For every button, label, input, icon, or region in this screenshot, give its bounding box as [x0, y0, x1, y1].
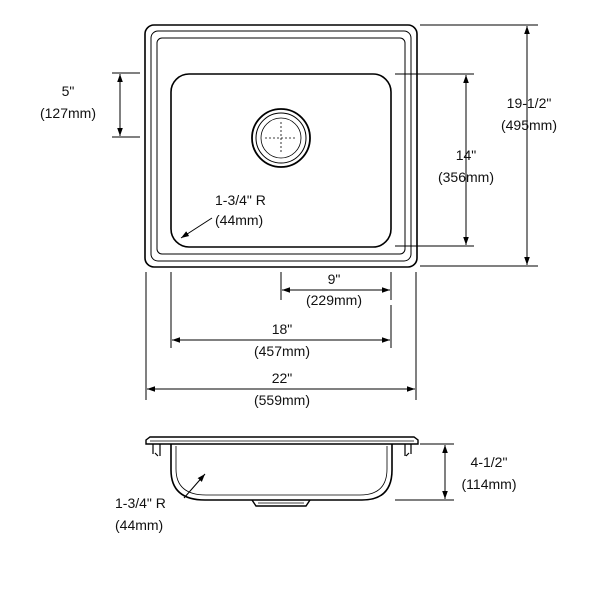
- dim-corner-radius-side-imperial: 1-3/4" R: [115, 495, 166, 511]
- dim-drain-offset-imperial: 9": [328, 271, 341, 287]
- dim-bowl-depth-imperial: 4-1/2": [471, 454, 508, 470]
- dim-bowl-length: 14" (356mm): [395, 73, 494, 247]
- dim-overall-width-metric: (559mm): [254, 392, 310, 408]
- dim-overall-length: 19-1/2" (495mm): [420, 24, 557, 267]
- dim-depth-from-edge-imperial: 5": [62, 83, 75, 99]
- top-view: 5" (127mm) 19-1/2" (495mm) 14" (356mm) 1…: [40, 24, 557, 408]
- dim-corner-radius-top-metric: (44mm): [215, 212, 263, 228]
- mounting-clip-left: [152, 444, 161, 457]
- sink-bowl: [170, 73, 392, 248]
- side-view: 4-1/2" (114mm) 1-3/4" R (44mm): [115, 436, 517, 533]
- sink-rim-outer: [144, 24, 418, 268]
- mounting-clip-right: [404, 444, 412, 457]
- dim-corner-radius-side-metric: (44mm): [115, 517, 163, 533]
- dim-bowl-width: 18" (457mm): [170, 272, 392, 359]
- dim-corner-radius-top-imperial: 1-3/4" R: [215, 192, 266, 208]
- dim-bowl-length-metric: (356mm): [438, 169, 494, 185]
- dim-drain-offset: 9" (229mm): [280, 271, 392, 308]
- drain-icon: [251, 108, 311, 168]
- dim-overall-width: 22" (559mm): [145, 272, 417, 408]
- dim-corner-radius-top: 1-3/4" R (44mm): [180, 192, 266, 239]
- side-drain: [251, 499, 311, 507]
- dim-bowl-length-imperial: 14": [456, 147, 477, 163]
- dim-bowl-width-metric: (457mm): [254, 343, 310, 359]
- sink-rim-ledge: [156, 37, 406, 255]
- dim-bowl-depth-metric: (114mm): [462, 476, 517, 492]
- sink-rim-inner: [150, 30, 412, 262]
- dim-depth-from-edge-metric: (127mm): [40, 105, 96, 121]
- dim-depth-from-edge: 5" (127mm): [40, 72, 140, 138]
- side-bowl-profile: [170, 444, 393, 501]
- side-rim-flange: [145, 436, 419, 445]
- dim-overall-length-metric: (495mm): [501, 117, 557, 133]
- dim-drain-offset-metric: (229mm): [306, 292, 362, 308]
- dim-corner-radius-side: 1-3/4" R (44mm): [115, 473, 206, 533]
- dim-overall-width-imperial: 22": [272, 370, 293, 386]
- dim-overall-length-imperial: 19-1/2": [507, 95, 552, 111]
- dim-bowl-depth: 4-1/2" (114mm): [395, 443, 517, 501]
- dim-bowl-width-imperial: 18": [272, 321, 293, 337]
